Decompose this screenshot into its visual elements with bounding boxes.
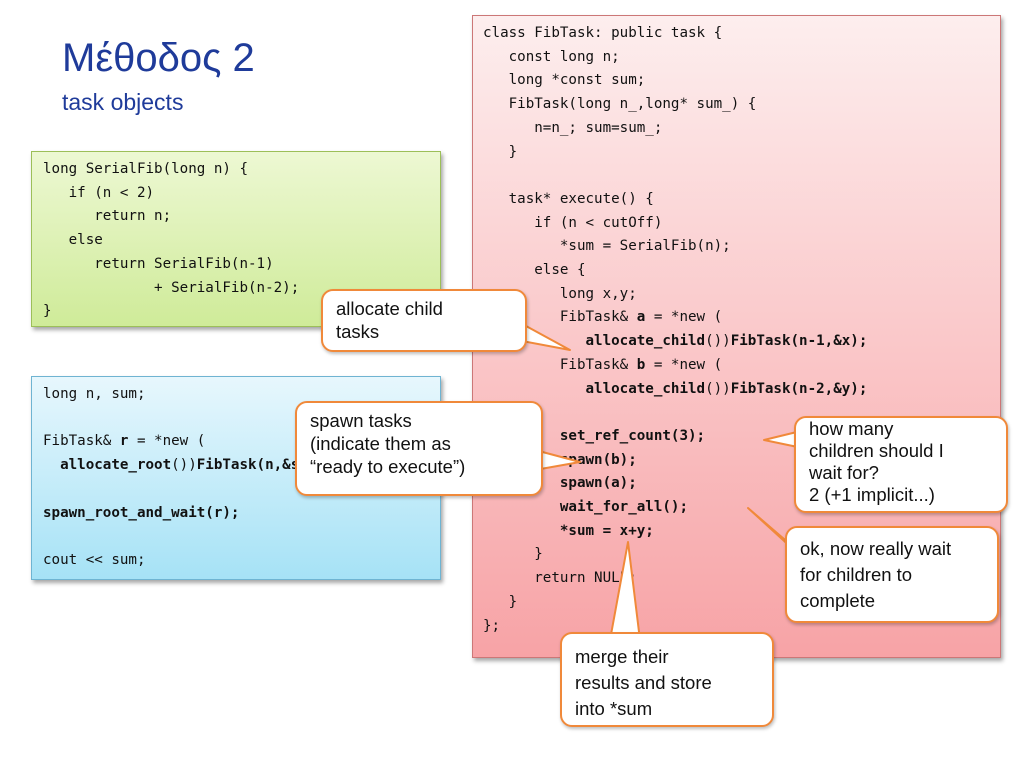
code-line: if (n < 2)	[43, 184, 155, 201]
code-line: }	[43, 303, 52, 320]
code-line: }	[483, 593, 518, 610]
code-line: task* execute() {	[483, 190, 654, 207]
code-line: }	[483, 546, 543, 563]
code-line: long x,y;	[483, 285, 637, 302]
code-token: r	[119, 433, 129, 450]
code-token: ())	[171, 457, 197, 474]
code-line: cout << sum;	[43, 551, 146, 568]
code-token: ())	[705, 333, 731, 350]
callout-how-many-children: how many children should I wait for? 2 (…	[794, 416, 1008, 513]
code-line: else {	[483, 262, 586, 279]
code-token: FibTask&	[483, 309, 637, 326]
callout-spawn-tasks: spawn tasks (indicate them as “ready to …	[295, 401, 543, 496]
code-line: long *const sum;	[483, 72, 646, 89]
code-line: long n, sum;	[43, 386, 146, 402]
slide-title: Μέθοδος 2	[62, 36, 255, 80]
code-line: class FibTask: public task {	[483, 25, 723, 41]
code-line: return SerialFib(n-1)	[43, 255, 274, 272]
code-line: *sum = SerialFib(n);	[483, 238, 731, 255]
code-token: a	[636, 309, 646, 326]
callout-wait-for-children: ok, now really wait for children to comp…	[785, 526, 999, 623]
code-token: FibTask(n-2,&y);	[730, 380, 868, 397]
code-token: = *new (	[645, 356, 723, 373]
callout-allocate-child: allocate child tasks	[321, 289, 527, 352]
code-line: const long n;	[483, 48, 620, 65]
callout-pointer-merge	[609, 541, 641, 641]
code-line: *sum = x+y;	[559, 522, 654, 539]
slide-subtitle: task objects	[62, 89, 184, 115]
code-token: ())	[705, 380, 731, 397]
code-token: FibTask&	[483, 356, 637, 373]
callout-merge-results: merge their results and store into *sum	[560, 632, 774, 727]
code-line: FibTask(long n_,long* sum_) {	[483, 96, 757, 113]
code-token: allocate_child	[585, 380, 706, 397]
code-token: = *new (	[128, 433, 206, 450]
code-line: long SerialFib(long n) {	[43, 161, 248, 177]
code-line: if (n < cutOff)	[483, 214, 663, 231]
code-token: b	[636, 356, 646, 373]
code-token: = *new (	[645, 309, 723, 326]
code-line: };	[483, 617, 501, 634]
code-line: spawn_root_and_wait(r);	[43, 504, 240, 521]
code-line: + SerialFib(n-2);	[43, 279, 300, 296]
code-line: set_ref_count(3);	[559, 427, 706, 444]
code-token: FibTask(n-1,&x);	[730, 333, 868, 350]
code-token: allocate_child	[585, 333, 706, 350]
code-line: spawn(a);	[559, 475, 637, 492]
serial-fib-code: long SerialFib(long n) { if (n < 2) retu…	[43, 158, 440, 324]
code-line: else	[43, 232, 103, 249]
code-token: allocate_root	[60, 457, 172, 474]
code-line: spawn(b);	[559, 451, 637, 468]
code-line: FibTask&	[43, 433, 120, 450]
code-line: wait_for_all();	[559, 499, 688, 516]
code-line: }	[483, 143, 518, 160]
code-line: n=n_; sum=sum_;	[483, 119, 663, 136]
code-line: return n;	[43, 208, 172, 225]
